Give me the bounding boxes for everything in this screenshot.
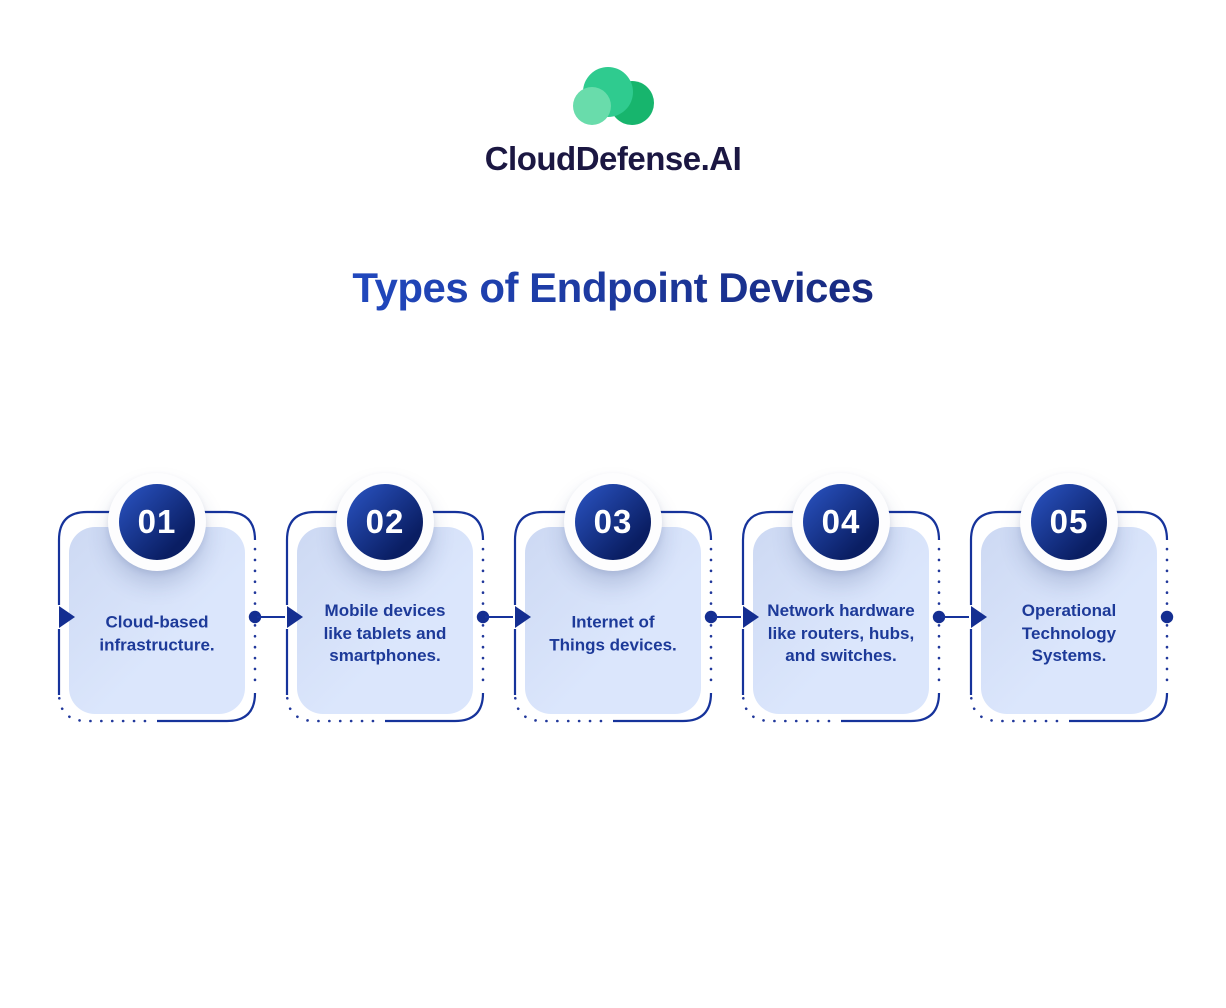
step-badge: 04: [792, 473, 890, 571]
outline-solid-bottom-right: [841, 692, 941, 723]
outline-solid-bottom-right: [613, 692, 713, 723]
step-number: 03: [575, 484, 651, 560]
step-number: 04: [803, 484, 879, 560]
brand-wordmark: CloudDefense.AI: [484, 140, 742, 177]
card-outline: [285, 510, 490, 723]
outline-dotted-bottom-left: [741, 691, 831, 723]
flow-arrow-icon: [743, 606, 759, 628]
flow-dot: [1160, 610, 1174, 624]
outline-solid-bottom-right: [1069, 692, 1169, 723]
cloud-circle-light: [573, 87, 611, 125]
outline-dotted-bottom-left: [513, 691, 603, 723]
flow-dot: [932, 610, 946, 624]
outline-solid-top: [513, 510, 713, 605]
step-badge: 05: [1020, 473, 1118, 571]
step-label: Cloud-based infrastructure.: [99, 612, 215, 654]
flow-connector-line: [941, 615, 969, 619]
logo: CloudDefense.AI: [0, 66, 1226, 178]
outline-solid-bottom-right: [385, 692, 485, 723]
step-card: 03 Internet of Things devices.: [513, 473, 741, 728]
infographic-title: Types of Endpoint Devices: [0, 264, 1226, 312]
step-card: 04 Network hardware like routers, hubs, …: [741, 473, 969, 728]
steps-flow: 01 Cloud-based infrastructure. 02 Mobile…: [57, 473, 1174, 728]
flow-dot: [476, 610, 490, 624]
step-card: 01 Cloud-based infrastructure.: [57, 473, 285, 728]
outline-solid-top: [57, 510, 257, 605]
flow-connector-line: [485, 615, 513, 619]
step-number: 01: [119, 484, 195, 560]
outline-dotted-bottom-left: [969, 691, 1059, 723]
card-outline: [969, 510, 1174, 723]
step-number: 05: [1031, 484, 1107, 560]
outline-dotted-bottom-left: [285, 691, 375, 723]
flow-arrow-icon: [287, 606, 303, 628]
card-outline: [57, 510, 262, 723]
step-badge: 01: [108, 473, 206, 571]
flow-arrow-icon: [971, 606, 987, 628]
step-label: Network hardware like routers, hubs, and…: [767, 601, 915, 666]
outline-solid-top: [285, 510, 485, 605]
flow-dot: [248, 610, 262, 624]
flow-arrow-icon: [59, 606, 75, 628]
flow-arrow-icon: [515, 606, 531, 628]
outline-solid-top: [969, 510, 1169, 605]
outline-solid-bottom-right: [157, 692, 257, 723]
card-outline: [513, 510, 718, 723]
outline-solid-top: [741, 510, 941, 605]
step-number: 02: [347, 484, 423, 560]
step-badge: 03: [564, 473, 662, 571]
flow-connector-line: [713, 615, 741, 619]
outline-dotted-bottom-left: [57, 691, 147, 723]
step-badge: 02: [336, 473, 434, 571]
step-label: Internet of Things devices.: [549, 612, 677, 654]
card-outline: [741, 510, 946, 723]
step-label: Operational Technology Systems.: [1021, 601, 1117, 666]
step-label: Mobile devices like tablets and smartpho…: [323, 601, 447, 666]
step-card: 05 Operational Technology Systems.: [969, 473, 1174, 728]
flow-connector-line: [257, 615, 285, 619]
step-card: 02 Mobile devices like tablets and smart…: [285, 473, 513, 728]
cloud-logo-icon: [573, 67, 654, 125]
flow-dot: [704, 610, 718, 624]
